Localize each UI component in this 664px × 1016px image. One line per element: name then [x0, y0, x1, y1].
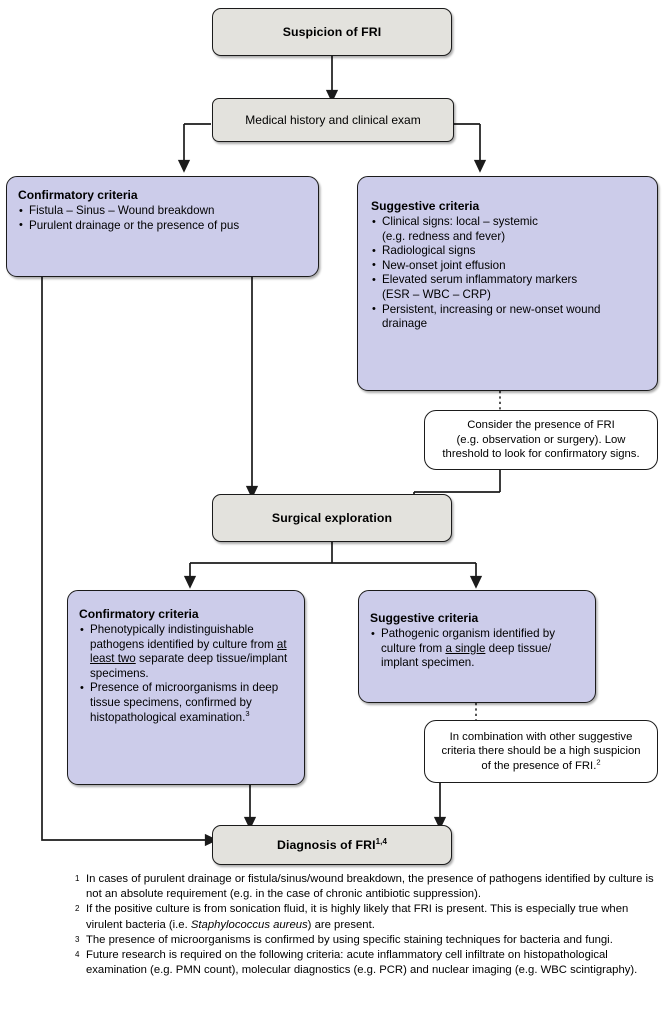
note-in-combination-text: In combination with other suggestive cri… [441, 730, 641, 772]
footnote-4-mark: 4 [75, 950, 80, 960]
note-consider-presence-of-fri[interactable]: Consider the presence of FRI (e.g. obser… [424, 410, 658, 470]
node-confirmatory-criteria-bottom[interactable]: Confirmatory criteria Phenotypically ind… [67, 590, 305, 785]
confirmatory-top-list: Fistula – Sinus – Wound breakdown Purule… [18, 204, 310, 233]
footnote-ref-3: 3 [245, 708, 250, 718]
footnote-2-italic: Staphylococcus aureus [190, 918, 308, 931]
footnote-1-mark: 1 [75, 874, 80, 883]
footnote-2: 2 If the positive culture is from sonica… [75, 902, 659, 932]
footnote-ref-2: 2 [596, 757, 601, 767]
node-suggestive-criteria-top[interactable]: Suggestive criteria Clinical signs: loca… [357, 176, 658, 391]
underlined-at-least-two: at least two [90, 637, 287, 666]
footnote-3: 3 The presence of microorganisms is conf… [75, 933, 659, 948]
footnote-4-text: Future research is required on the follo… [86, 949, 638, 977]
confirmatory-bottom-list: Phenotypically indistinguishable pathoge… [79, 622, 296, 725]
suggestive-top-heading: Suggestive criteria [371, 199, 480, 213]
footnote-ref-1-4: 1,4 [375, 836, 388, 846]
node-surgical-exploration-label: Surgical exploration [271, 511, 393, 525]
node-diagnosis-label: Diagnosis of FRI1,4 [276, 836, 388, 852]
list-item: Fistula – Sinus – Wound breakdown [18, 204, 310, 219]
footnote-1: 1 In cases of purulent drainage or fistu… [75, 872, 659, 902]
node-medical-history-label: Medical history and clinical exam [245, 113, 421, 127]
list-item: Clinical signs: local – systemic(e.g. re… [371, 214, 647, 244]
list-item: Persistent, increasing or new-onset woun… [371, 302, 647, 332]
node-medical-history[interactable]: Medical history and clinical exam [212, 98, 454, 142]
list-item: Radiological signs [371, 244, 647, 259]
suggestive-bottom-heading: Suggestive criteria [370, 611, 479, 625]
footnote-2-mark: 2 [75, 904, 80, 914]
footnote-3-mark: 3 [75, 934, 80, 944]
underlined-a-single: a single [445, 641, 486, 655]
list-item: Purulent drainage or the presence of pus [18, 218, 310, 234]
confirmatory-top-heading: Confirmatory criteria [18, 188, 138, 202]
list-item: Phenotypically indistinguishable pathoge… [79, 622, 296, 681]
node-diagnosis-of-fri[interactable]: Diagnosis of FRI1,4 [212, 825, 452, 865]
confirmatory-bottom-heading: Confirmatory criteria [79, 607, 199, 621]
node-suspicion-label: Suspicion of FRI [282, 25, 382, 39]
footnote-1-text: In cases of purulent drainage or fistula… [86, 873, 654, 901]
footnote-2-text-after: ) are present. [307, 918, 375, 931]
suggestive-top-list: Clinical signs: local – systemic(e.g. re… [371, 214, 647, 332]
note-in-combination[interactable]: In combination with other suggestive cri… [424, 720, 658, 783]
list-item: Presence of microorganisms in deep tissu… [79, 681, 296, 725]
suggestive-bottom-list: Pathogenic organism identified by cultur… [370, 627, 587, 671]
footnotes: 1 In cases of purulent drainage or fistu… [75, 872, 659, 978]
footnote-3-text: The presence of microorganisms is confir… [86, 933, 613, 946]
list-item: Pathogenic organism identified by cultur… [370, 627, 587, 671]
note-consider-text: Consider the presence of FRI (e.g. obser… [442, 419, 640, 461]
node-suggestive-criteria-bottom[interactable]: Suggestive criteria Pathogenic organism … [358, 590, 596, 703]
node-suspicion-of-fri[interactable]: Suspicion of FRI [212, 8, 452, 56]
list-item: Elevated serum inflammatory markers(ESR … [371, 273, 647, 302]
list-item: New-onset joint effusion [371, 258, 647, 274]
footnote-4: 4 Future research is required on the fol… [75, 948, 659, 978]
node-surgical-exploration[interactable]: Surgical exploration [212, 494, 452, 542]
node-confirmatory-criteria-top[interactable]: Confirmatory criteria Fistula – Sinus – … [6, 176, 319, 277]
footnote-2-text-before: If the positive culture is from sonicati… [86, 903, 629, 931]
